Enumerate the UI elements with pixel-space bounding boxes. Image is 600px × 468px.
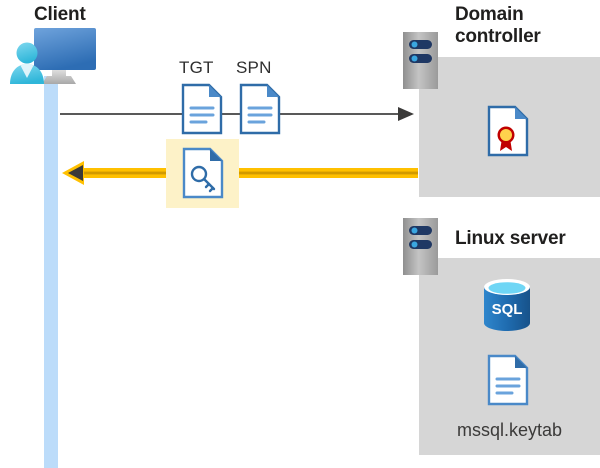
spn-label: SPN <box>236 58 272 77</box>
linux-server-server-icon <box>403 218 438 275</box>
service-ticket-key-document-icon <box>182 147 224 199</box>
domain-controller-title-line2: controller <box>455 26 541 48</box>
client-title: Client <box>34 4 86 25</box>
sql-database-label: SQL <box>492 301 523 318</box>
keytab-filename-label: mssql.keytab <box>456 420 563 440</box>
domain-controller-server-icon <box>403 32 438 89</box>
keytab-document-icon <box>487 354 529 406</box>
sql-database-icon: SQL <box>483 278 531 332</box>
user-workstation-icon <box>8 26 104 90</box>
request-arrow <box>60 106 416 122</box>
tgt-label: TGT <box>179 58 214 77</box>
domain-controller-title: Domain controller <box>455 4 595 49</box>
certificate-document-icon <box>487 105 529 157</box>
linux-server-title: Linux server <box>455 228 566 249</box>
client-lifeline <box>44 76 58 468</box>
tgt-document-icon <box>181 83 223 135</box>
spn-document-icon <box>239 83 281 135</box>
domain-controller-title-line1: Domain <box>455 4 524 25</box>
response-arrow <box>62 160 418 188</box>
